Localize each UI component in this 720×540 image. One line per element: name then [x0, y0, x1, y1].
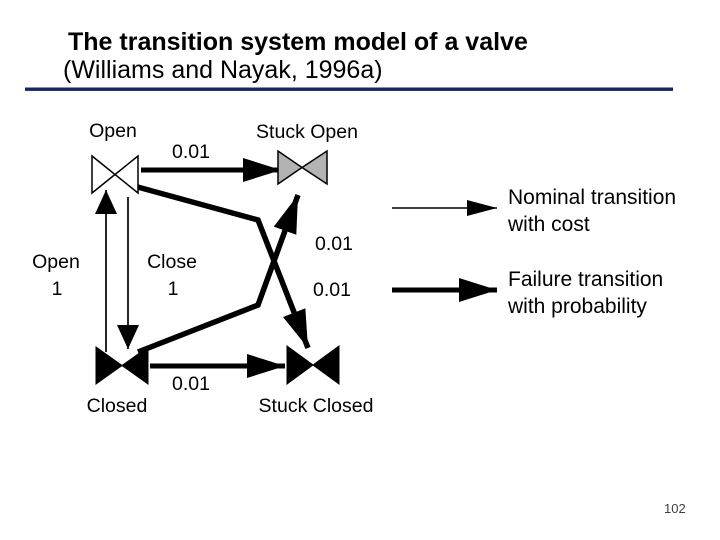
prob-closed-to-stuck-closed: 0.01: [172, 373, 210, 395]
legend-failure-line1: Failure transition: [508, 268, 663, 291]
valve-stuck-open-left-triangle: [277, 149, 304, 186]
cmd-open-cost: 1: [52, 278, 63, 300]
valve-icon-stuck-open: [277, 149, 328, 186]
state-label-open: Open: [89, 120, 137, 142]
valve-stuck-closed-right-triangle: [312, 345, 340, 385]
valve-open-left-triangle: [91, 154, 117, 195]
title-underline: [25, 87, 673, 91]
slide-title: The transition system model of a valve (…: [63, 28, 528, 84]
valve-icon-open: [91, 154, 139, 195]
valve-icon-closed: [95, 346, 149, 385]
cmd-open-word: Open: [32, 251, 80, 273]
arrow-open-to-stuck-closed: [133, 183, 311, 350]
cmd-close-word: Close: [147, 251, 197, 273]
prob-open-to-stuck-open: 0.01: [172, 141, 210, 163]
valve-open-right-triangle: [113, 154, 139, 195]
prob-closed-to-stuck-open: 0.01: [313, 279, 351, 301]
valve-stuck-open-right-triangle: [300, 149, 328, 186]
cmd-label-open-1: Open 1: [32, 251, 80, 300]
legend: Nominal transition with cost Failure tra…: [392, 186, 676, 318]
cmd-label-close-1: Close 1: [147, 251, 197, 300]
state-label-closed: Closed: [87, 395, 148, 417]
legend-nominal-line2: with cost: [507, 213, 590, 236]
prob-open-to-stuck-closed: 0.01: [315, 233, 353, 255]
slide-title-line1: The transition system model of a valve: [68, 28, 528, 56]
valve-icon-stuck-closed: [286, 345, 340, 385]
valve-closed-right-triangle: [121, 346, 149, 385]
page-number: 102: [664, 501, 686, 516]
legend-nominal-line1: Nominal transition: [508, 186, 676, 209]
state-label-stuck-open: Stuck Open: [256, 121, 358, 143]
legend-failure-line2: with probability: [507, 295, 647, 318]
state-label-stuck-closed: Stuck Closed: [259, 395, 374, 417]
arrow-closed-to-stuck-open: [136, 194, 301, 355]
valve-closed-left-triangle: [95, 346, 123, 385]
cmd-close-cost: 1: [168, 278, 179, 300]
valve-stuck-closed-left-triangle: [286, 345, 314, 385]
slide-title-line2: (Williams and Nayak, 1996a): [63, 56, 383, 84]
